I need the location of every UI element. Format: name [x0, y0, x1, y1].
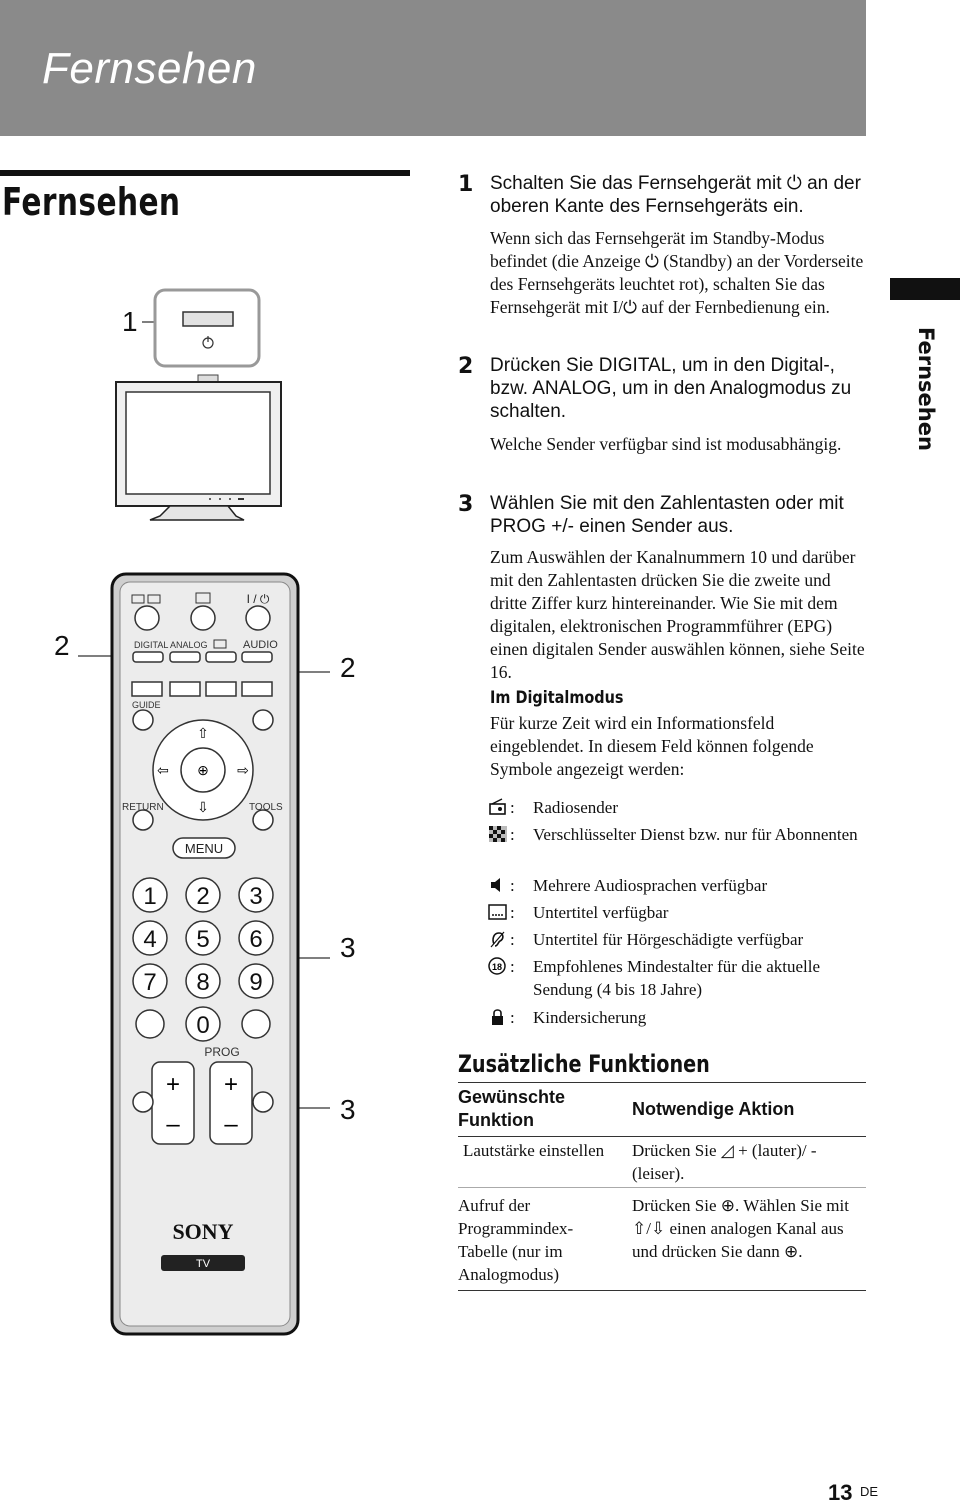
remote-audio-label: AUDIO [243, 639, 278, 651]
remote-brand-label: SONY [172, 1219, 233, 1244]
remote-power-label: I / ⏻ [247, 592, 270, 606]
digit-key-label: 1 [143, 883, 156, 910]
svg-text:18: 18 [492, 962, 502, 972]
additional-functions-title: Zusätzliche Funktionen [458, 1050, 710, 1078]
table-header-action: Notwendige Aktion [632, 1099, 795, 1119]
callout-3-lower: 3 [340, 1094, 356, 1125]
table-row-function: Lautstärke einstellen [463, 1141, 605, 1160]
subtitle-icon [488, 903, 508, 921]
digit-key-label: 6 [249, 926, 262, 953]
digit-key [185, 1006, 221, 1042]
digit-key-label: 0 [196, 1012, 209, 1039]
svg-text:⇦: ⇦ [157, 762, 169, 778]
digit-key-label: 4 [143, 926, 156, 953]
page-number: 13 [828, 1480, 853, 1505]
digit-key [132, 920, 168, 956]
side-tab-marker [890, 278, 960, 300]
digit-key [185, 877, 221, 913]
remote-tv-label: TV [196, 1258, 211, 1270]
section-rule [0, 170, 410, 176]
banner-title: Fernsehen [42, 44, 257, 93]
digit-key-label: 3 [249, 883, 262, 910]
step-number: 1 [458, 172, 474, 197]
remote-analog-label: ANALOG [170, 640, 208, 650]
svg-text:+: + [224, 1071, 238, 1098]
radio-icon [488, 798, 508, 816]
svg-text:⇨: ⇨ [237, 762, 249, 778]
table-row-function: Aufruf der Programmindex-Tabelle (nur im… [458, 1196, 574, 1284]
callout-2-right: 2 [340, 652, 356, 683]
step-number: 3 [458, 492, 474, 517]
remote-menu-label: MENU [185, 841, 223, 856]
callout-2-left: 2 [54, 630, 70, 661]
section-title: Fernsehen [2, 180, 181, 224]
page-lang: DE [860, 1484, 879, 1499]
remote-guide-label: GUIDE [132, 700, 161, 710]
digit-key [238, 963, 274, 999]
svg-text:+: + [166, 1071, 180, 1098]
header-banner: Fernsehen [0, 0, 866, 136]
step-body: Zum Auswählen der Kanalnummern 10 und da… [490, 547, 865, 682]
svg-text:⇩: ⇩ [197, 799, 209, 815]
step-body: Wenn sich das Fernsehgerät im Standby-Mo… [490, 228, 864, 317]
digit-key [132, 963, 168, 999]
digit-key-label: 9 [249, 969, 262, 996]
digit-key [238, 920, 274, 956]
audio-languages-icon [488, 876, 508, 894]
digit-key [185, 920, 221, 956]
step-body: Welche Sender verfügbar sind ist modusab… [490, 434, 842, 454]
remote-tools-label: TOOLS [249, 802, 283, 813]
callout-3-upper: 3 [340, 932, 356, 963]
digit-key-label: 2 [196, 883, 209, 910]
table-row-action: Drücken Sie ◿ + (lauter)/ - (leiser). [632, 1141, 817, 1183]
digit-key-label: 8 [196, 969, 209, 996]
step-heading: Wählen Sie mit den Zahlentasten oder mit… [490, 493, 844, 537]
digit-key [238, 877, 274, 913]
table-header-rule [458, 1136, 866, 1137]
digit-key-label: 7 [143, 969, 156, 996]
table-bottom-rule [458, 1290, 866, 1291]
svg-text:–: – [166, 1111, 180, 1138]
remote-prog-label: PROG [204, 1045, 239, 1059]
table-top-rule [458, 1082, 866, 1083]
remote-return-label: RETURN [122, 802, 164, 813]
digital-mode-intro: Für kurze Zeit wird ein Informationsfeld… [490, 713, 814, 779]
table-header-function: Gewünschte Funktion [458, 1087, 566, 1130]
digital-mode-heading: Im Digitalmodus [490, 688, 624, 708]
side-label: Fernsehen [914, 327, 938, 451]
hearing-impaired-icon [488, 930, 508, 948]
table-row-rule [458, 1187, 866, 1188]
svg-text:–: – [224, 1111, 238, 1138]
step-heading: Drücken Sie DIGITAL, um in den Digital-,… [490, 355, 852, 422]
tv-remote-illustration: I / ⏻ DIGITAL ANALOG AUDIO GUIDE ⇧ ⇩ ⇦ ⇨… [78, 288, 330, 1336]
table-row-action: Drücken Sie ⊕. Wählen Sie mit ⇧/⇩ einen … [632, 1196, 849, 1261]
digit-key-label: 5 [196, 926, 209, 953]
remote-digital-label: DIGITAL [134, 640, 168, 650]
step-number: 2 [458, 354, 474, 379]
step-heading: Schalten Sie das Fernsehgerät mit ⏻ an d… [490, 173, 861, 217]
scrambled-icon [488, 825, 508, 843]
digit-key [132, 877, 168, 913]
age-rating-icon: 18 [488, 957, 508, 975]
lock-icon [488, 1008, 508, 1026]
callout-1: 1 [122, 306, 138, 337]
digit-key [185, 963, 221, 999]
svg-text:⊕: ⊕ [197, 762, 209, 778]
svg-text:⇧: ⇧ [197, 725, 209, 741]
